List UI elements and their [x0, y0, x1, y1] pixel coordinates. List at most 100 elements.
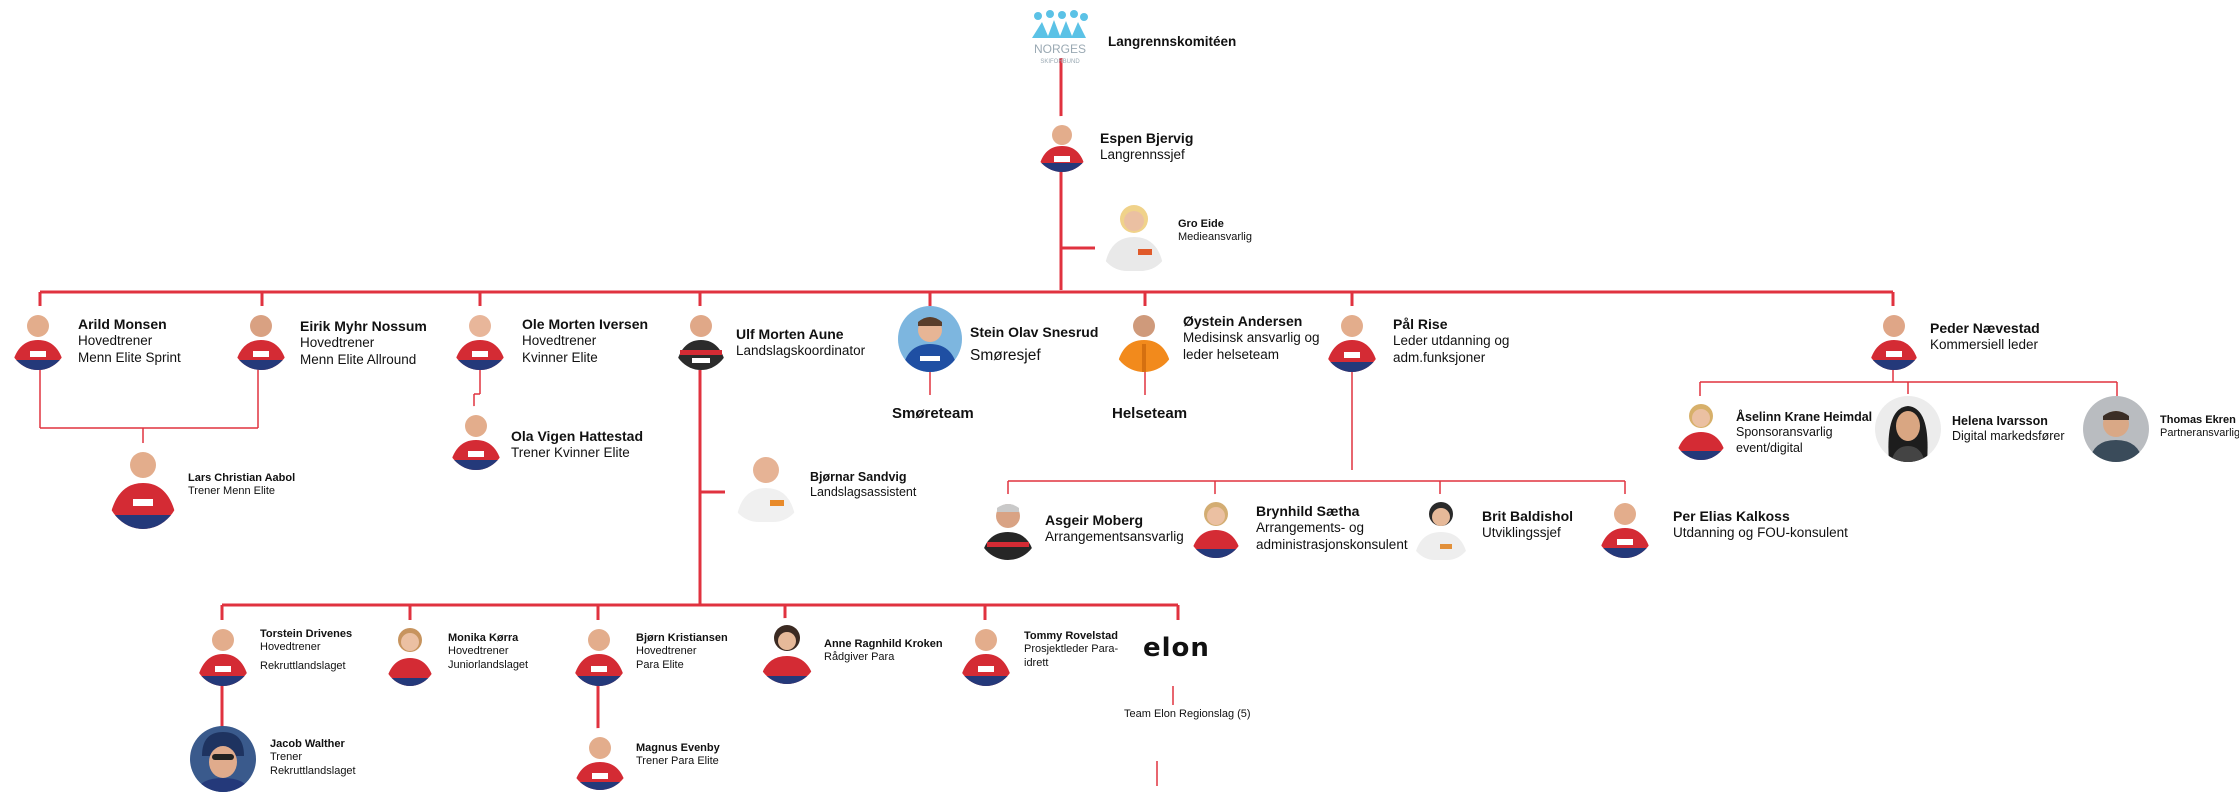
person-photo-icon	[2083, 396, 2149, 462]
person-name: Ole Morten Iversen	[522, 316, 649, 332]
person-ole: Ole Morten Iversen Hovedtrener Kvinner E…	[522, 316, 648, 366]
person-photo-icon	[231, 306, 291, 370]
avatar-helena	[1875, 396, 1941, 462]
avatar-pal	[1322, 306, 1382, 372]
person-photo-icon	[190, 726, 256, 792]
person-photo-icon	[898, 306, 962, 372]
person-role-2: Rekruttlandslaget	[260, 659, 346, 672]
avatar-asgeir	[977, 494, 1039, 560]
person-photo-icon	[756, 618, 818, 684]
avatar-bjornar	[730, 448, 802, 522]
person-role: Trener	[270, 751, 302, 764]
person-name: Øystein Andersen	[1183, 313, 1303, 329]
avatar-ulf	[672, 306, 730, 370]
person-name: Monika Kørra	[448, 632, 519, 644]
person-gro: Gro Eide Medieansvarlig	[1178, 218, 1252, 245]
person-photo-icon	[1112, 306, 1176, 372]
person-role: Hovedtrener	[260, 641, 321, 654]
person-name: Anne Ragnhild Kroken	[824, 638, 943, 650]
svg-text:NORGES: NORGES	[1034, 42, 1086, 56]
person-photo-icon	[730, 448, 802, 522]
person-bjorn: Bjørn Kristiansen Hovedtrener Para Elite	[636, 632, 728, 672]
person-name: Tommy Rovelstad	[1024, 630, 1118, 642]
avatar-per	[1595, 494, 1655, 558]
person-lars: Lars Christian Aabol Trener Menn Elite	[188, 472, 295, 499]
committee-logo: NORGES SKIFORBUND	[1028, 6, 1092, 66]
person-name: Stein Olav Snesrud	[970, 324, 1099, 340]
person-oystein: Øystein Andersen Medisinsk ansvarlig og …	[1183, 313, 1320, 363]
person-name: Torstein Drivenes	[260, 628, 353, 640]
person-stein: Stein Olav Snesrud Smøresjef	[970, 324, 1098, 366]
person-role-2: Para Elite	[636, 658, 684, 671]
person-photo-icon	[1672, 396, 1730, 460]
person-name: Lars Christian Aabol	[188, 472, 296, 484]
elon-regionslag-label: Team Elon Regionslag (5)	[1124, 708, 1251, 720]
person-pal: Pål Rise Leder utdanning og adm.funksjon…	[1393, 316, 1509, 366]
person-photo-icon	[570, 728, 630, 790]
person-role: Utdanning og FOU-konsulent	[1673, 525, 1848, 541]
person-photo-icon	[1034, 116, 1090, 172]
person-photo-icon	[1875, 396, 1941, 462]
person-magnus: Magnus Evenby Trener Para Elite	[636, 742, 720, 769]
person-anne: Anne Ragnhild Kroken Rådgiver Para	[824, 638, 943, 665]
person-name: Thomas Ekren	[2160, 414, 2236, 426]
person-role: Medisinsk ansvarlig og	[1183, 330, 1320, 346]
person-asgeir: Asgeir Moberg Arrangementsansvarlig	[1045, 512, 1184, 546]
person-role-2: Juniorlandslaget	[448, 658, 529, 671]
team-smoreteam: Smøreteam	[892, 405, 974, 422]
avatar-monika	[382, 620, 438, 686]
person-brit: Brit Baldishol Utviklingssjef	[1482, 508, 1573, 542]
person-photo-icon	[1865, 306, 1923, 370]
person-role: Landslagskoordinator	[736, 343, 866, 359]
person-role: Medieansvarlig	[1178, 231, 1252, 244]
person-arild: Arild Monsen Hovedtrener Menn Elite Spri…	[78, 316, 181, 366]
person-role-2: Kvinner Elite	[522, 349, 598, 365]
avatar-jacob	[190, 726, 256, 792]
person-role-2: Menn Elite Allround	[300, 351, 417, 367]
person-role: Trener Menn Elite	[188, 485, 276, 498]
person-tommy: Tommy Rovelstad Prosjektleder Para- idre…	[1024, 630, 1118, 670]
person-photo-icon	[956, 620, 1016, 686]
avatar-brynhild	[1187, 494, 1245, 558]
person-ulf: Ulf Morten Aune Landslagskoordinator	[736, 326, 865, 360]
person-helena: Helena Ivarsson Digital markedsfører	[1952, 414, 2065, 445]
person-role: Hovedtrener	[448, 645, 509, 658]
person-role: Trener Kvinner Elite	[511, 445, 630, 461]
person-name: Bjørnar Sandvig	[810, 470, 907, 484]
norges-skiforbund-logo-icon: NORGES SKIFORBUND	[1032, 10, 1088, 65]
person-photo-icon	[672, 306, 730, 370]
person-photo-icon	[446, 406, 506, 470]
avatar-thomas	[2083, 396, 2149, 462]
person-role: Hovedtrener	[300, 335, 375, 351]
person-photo-icon	[1098, 193, 1170, 271]
person-name: Åselinn Krane Heimdal	[1736, 410, 1873, 424]
avatar-torstein	[193, 620, 253, 686]
person-role: Utviklingssjef	[1482, 525, 1561, 541]
person-espen: Espen Bjervig Langrennssjef	[1100, 130, 1193, 164]
avatar-eirik	[231, 306, 291, 370]
person-photo-icon	[105, 443, 181, 529]
person-name: Brynhild Sætha	[1256, 503, 1360, 519]
avatar-anne	[756, 618, 818, 684]
person-role: Digital markedsfører	[1952, 429, 2065, 444]
team-helseteam: Helseteam	[1112, 405, 1188, 422]
elon-logo-icon: ELON	[1143, 633, 1210, 663]
person-role: Hovedtrener	[78, 333, 153, 349]
avatar-magnus	[570, 728, 630, 790]
person-role-2: administrasjonskonsulent	[1256, 536, 1408, 552]
person-name: Gro Eide	[1178, 218, 1224, 230]
person-role: Sponsoransvarlig	[1736, 425, 1833, 440]
avatar-bjorn	[569, 620, 629, 686]
person-peder: Peder Nævestad Kommersiell leder	[1930, 320, 2040, 354]
person-photo-icon	[193, 620, 253, 686]
person-role-2: Menn Elite Sprint	[78, 349, 181, 365]
person-name: Peder Nævestad	[1930, 320, 2040, 336]
person-role-2: idrett	[1024, 656, 1049, 669]
person-role: Partneransvarlig	[2160, 427, 2239, 440]
avatar-gro	[1098, 193, 1170, 271]
person-role: Kommersiell leder	[1930, 337, 2039, 353]
person-name: Bjørn Kristiansen	[636, 632, 728, 644]
svg-text:SKIFORBUND: SKIFORBUND	[1040, 59, 1080, 65]
person-role-2: event/digital	[1736, 440, 1803, 455]
